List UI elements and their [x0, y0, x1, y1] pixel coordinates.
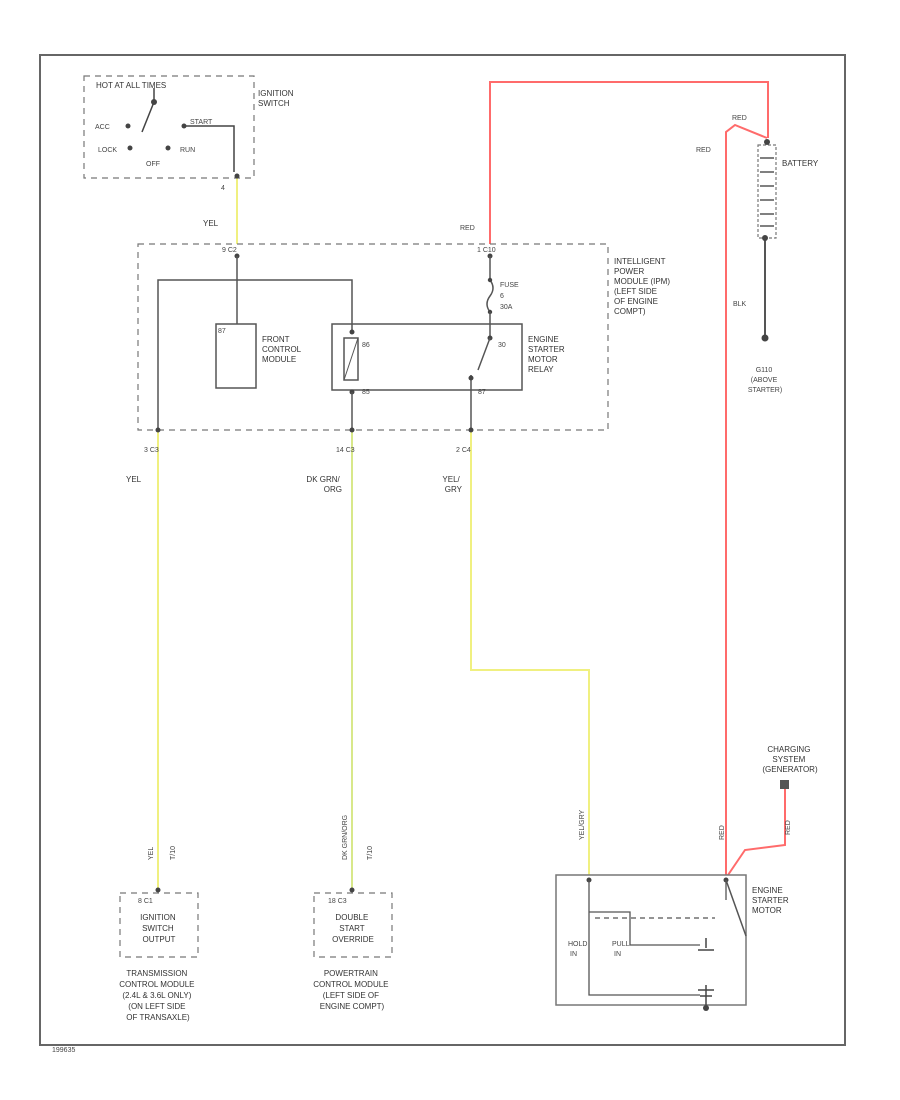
relay-switch-arm — [477, 337, 491, 371]
charging-system-label: CHARGING SYSTEM (GENERATOR) — [762, 745, 818, 774]
fcm-pin-label: 87 — [218, 328, 226, 335]
battery-body — [757, 144, 777, 239]
ground-g110-label: G110 (ABOVE STARTER) — [748, 367, 782, 394]
battery-neg-dot — [762, 235, 768, 241]
ignition-start-label: START — [190, 119, 213, 126]
fuse-symbol — [486, 279, 494, 313]
starter-case-ground-icon — [698, 985, 714, 1005]
wire-label-tcm-vertical: YEL — [148, 847, 155, 860]
starter-motor-box — [555, 874, 747, 1006]
relay-pin-86-dot — [349, 329, 355, 335]
wire-battery-red-starter — [725, 123, 768, 875]
ignition-pin-dot — [234, 173, 240, 179]
battery-title: BATTERY — [782, 159, 819, 168]
wire-label-pcm-vertical: DK GRN/ORG — [342, 815, 349, 860]
ignition-switch-title: IGNITION SWITCH — [258, 89, 296, 108]
wire-label-yel-tcm: YEL — [126, 475, 142, 484]
ignition-acc-label: ACC — [95, 124, 110, 131]
relay-coil — [343, 337, 359, 381]
ipm-bottom-conn-2-dot — [349, 427, 355, 433]
tcm-box-label: IGNITION SWITCH OUTPUT — [140, 913, 178, 944]
pcm-box-label: DOUBLE START OVERRIDE — [332, 913, 374, 944]
ipm-title: INTELLIGENT POWER MODULE (IPM) (LEFT SID… — [614, 257, 672, 316]
front-control-module — [215, 323, 257, 389]
pcm-box — [313, 892, 393, 958]
starter-hold-coil — [589, 911, 700, 946]
starter-motor-ground-icon — [698, 938, 714, 951]
tcm-conn-dot — [155, 887, 161, 893]
wire-label-red-ipm: RED — [460, 225, 475, 232]
ignition-pin-label: 4 — [221, 185, 225, 192]
wire-label-starter-vertical: YEL/GRY — [579, 809, 586, 840]
wire-label-blk: BLK — [733, 301, 747, 308]
starter-pull-in-label: PULL IN — [612, 941, 631, 958]
ignition-lock-label: LOCK — [98, 147, 117, 154]
wire-label-tcm-alt: T/10 — [170, 846, 177, 860]
starter-title: ENGINE STARTER MOTOR — [752, 886, 791, 915]
fuse-label: FUSE 6 30A — [500, 282, 521, 311]
ipm-conn-right-label: 1 C10 — [477, 247, 496, 254]
ipm-conn-left-label: 9 C2 — [222, 247, 237, 254]
pcm-title: POWERTRAIN CONTROL MODULE (LEFT SIDE OF … — [313, 969, 391, 1011]
ipm-bottom-conn-1-dot — [155, 427, 161, 433]
relay-pin-86-label: 86 — [362, 342, 370, 349]
ignition-off-label: OFF — [146, 161, 160, 168]
diagram-border — [39, 54, 846, 1046]
battery-pos-dot — [764, 139, 770, 145]
generator-terminal — [780, 780, 789, 789]
relay-label: ENGINE STARTER MOTOR RELAY — [528, 335, 567, 374]
starter-internal-lead — [588, 880, 700, 996]
battery-cells — [760, 157, 774, 227]
wire-generator-red — [727, 785, 786, 876]
starter-switch-arm — [725, 879, 747, 937]
wire-label-red-top: RED — [732, 115, 747, 122]
ignition-contact-acc — [125, 123, 131, 129]
ipm-internal-bus — [157, 256, 238, 430]
relay-pin-87-dot — [468, 375, 474, 381]
tcm-conn-label: 8 C1 — [138, 898, 153, 905]
fcm-label: FRONT CONTROL MODULE — [262, 335, 303, 364]
starter-ground-dot — [703, 1005, 709, 1011]
wire-label-red-left: RED — [696, 147, 711, 154]
ignition-header-label: HOT AT ALL TIMES — [96, 81, 166, 90]
ipm-bottom-conn-3-label: 2 C4 — [456, 447, 471, 454]
ignition-contact-run — [165, 145, 171, 151]
wire-label-pcm-alt: T/10 — [367, 846, 374, 860]
ipm-bottom-conn-3-dot — [468, 427, 474, 433]
starter-relay-box — [331, 323, 523, 391]
footer-code: 199635 — [52, 1047, 75, 1054]
tcm-box — [119, 892, 199, 958]
pcm-conn-dot — [349, 887, 355, 893]
relay-pin-87-label: 87 — [478, 389, 486, 396]
wire-label-yelgry: YEL/ GRY — [442, 475, 462, 494]
ignition-run-label: RUN — [180, 147, 195, 154]
ignition-switch-box — [83, 75, 255, 179]
tcm-title: TRANSMISSION CONTROL MODULE (2.4L & 3.6L… — [119, 969, 197, 1022]
wire-label-gen-red: RED — [785, 820, 792, 835]
wire-starter-yel — [470, 430, 590, 875]
fuse-top-dot — [487, 277, 493, 283]
ipm-bottom-conn-2-label: 14 C3 — [336, 447, 355, 454]
ignition-contact-lock — [127, 145, 133, 151]
relay-coil-diag — [343, 337, 359, 381]
ipm-bottom-conn-1-label: 3 C3 — [144, 447, 159, 454]
relay-pin-85-label: 85 — [362, 389, 370, 396]
ipm-internal-bus-right — [237, 279, 353, 330]
wire-battery-red-ipm — [489, 81, 769, 244]
ground-g110-dot — [761, 334, 769, 342]
wire-label-yel-top: YEL — [203, 219, 219, 228]
relay-pin-30-label: 30 — [498, 342, 506, 349]
pcm-conn-label: 18 C3 — [328, 898, 347, 905]
wire-label-starter-red: RED — [719, 825, 726, 840]
wire-label-dkgrn: DK GRN/ ORG — [306, 475, 342, 494]
ignition-output-lead — [184, 125, 235, 172]
ignition-switch-arm — [141, 101, 155, 133]
starter-hold-in-label: HOLD IN — [568, 941, 589, 958]
ipm-box — [137, 243, 609, 431]
